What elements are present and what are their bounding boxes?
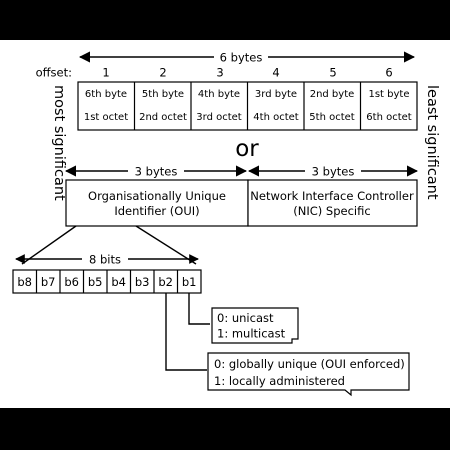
offset-2: 2 xyxy=(159,66,166,80)
bit-b6: b6 xyxy=(64,275,79,289)
b2-connector xyxy=(165,293,207,371)
oui-span-label: 3 bytes xyxy=(135,165,178,179)
least-significant-label: least significant xyxy=(424,85,440,200)
b1-connector xyxy=(188,293,210,325)
offset-3: 3 xyxy=(216,66,223,80)
b2-meaning-line1: 0: globally unique (OUI enforced) xyxy=(214,357,405,371)
byte-cell-6-octet: 6th octet xyxy=(366,112,411,123)
byte-table: 6th byte 1st octet 5th byte 2nd octet 4t… xyxy=(77,81,418,131)
nic-span-label: 3 bytes xyxy=(312,165,355,179)
most-significant-label: most significant xyxy=(51,85,67,201)
eight-bits-label: 8 bits xyxy=(89,253,121,267)
offset-1: 1 xyxy=(102,66,109,80)
nic-line2: (NIC) Specific xyxy=(293,204,370,218)
byte-cell-4-octet: 4th octet xyxy=(253,112,298,123)
bit-table: b8 b7 b6 b5 b4 b3 b2 b1 xyxy=(12,269,202,294)
b1-meaning-line1: 0: unicast xyxy=(217,311,274,325)
byte-cell-1-byte: 6th byte xyxy=(85,89,127,100)
b1-meaning-line2: 1: multicast xyxy=(217,327,286,341)
byte-cell-5-octet: 5th octet xyxy=(309,112,354,123)
bit-b8: b8 xyxy=(17,275,32,289)
offset-6: 6 xyxy=(385,66,392,80)
byte-cell-6-byte: 1st byte xyxy=(368,89,409,100)
offset-5: 5 xyxy=(329,66,336,80)
six-bytes-span: 6 bytes xyxy=(78,49,416,65)
offset-label: offset: xyxy=(36,66,72,80)
byte-cell-2-byte: 5th byte xyxy=(142,89,184,100)
byte-cell-5-byte: 2nd byte xyxy=(310,89,355,100)
b2-meaning-box: 0: globally unique (OUI enforced) 1: loc… xyxy=(207,352,410,397)
oui-line1: Organisationally Unique xyxy=(88,189,226,203)
bit-b3: b3 xyxy=(135,275,150,289)
bit-b7: b7 xyxy=(41,275,56,289)
eight-bits-span: 8 bits xyxy=(15,251,199,267)
bit-b5: b5 xyxy=(88,275,103,289)
oui-box: Organisationally Unique Identifier (OUI) xyxy=(65,179,249,227)
bit-b4: b4 xyxy=(111,275,126,289)
b1-meaning-box: 0: unicast 1: multicast xyxy=(211,307,299,344)
six-bytes-label: 6 bytes xyxy=(220,51,263,65)
oui-span: 3 bytes xyxy=(64,163,248,179)
byte-cell-3-byte: 4th byte xyxy=(198,89,240,100)
byte-cell-4-byte: 3rd byte xyxy=(255,89,297,100)
b2-meaning-line2: 1: locally administered xyxy=(214,374,345,388)
nic-box: Network Interface Controller (NIC) Speci… xyxy=(247,179,418,227)
offset-4: 4 xyxy=(272,66,279,80)
bit-b1: b1 xyxy=(182,275,197,289)
byte-cell-1-octet: 1st octet xyxy=(84,112,128,123)
or-label: or xyxy=(235,136,259,162)
nic-span: 3 bytes xyxy=(247,163,419,179)
bit-b2: b2 xyxy=(158,275,173,289)
byte-cell-2-octet: 2nd octet xyxy=(139,112,187,123)
byte-cell-3-octet: 3rd octet xyxy=(196,112,242,123)
oui-line2: Identifier (OUI) xyxy=(114,204,199,218)
nic-line1: Network Interface Controller xyxy=(250,189,414,203)
